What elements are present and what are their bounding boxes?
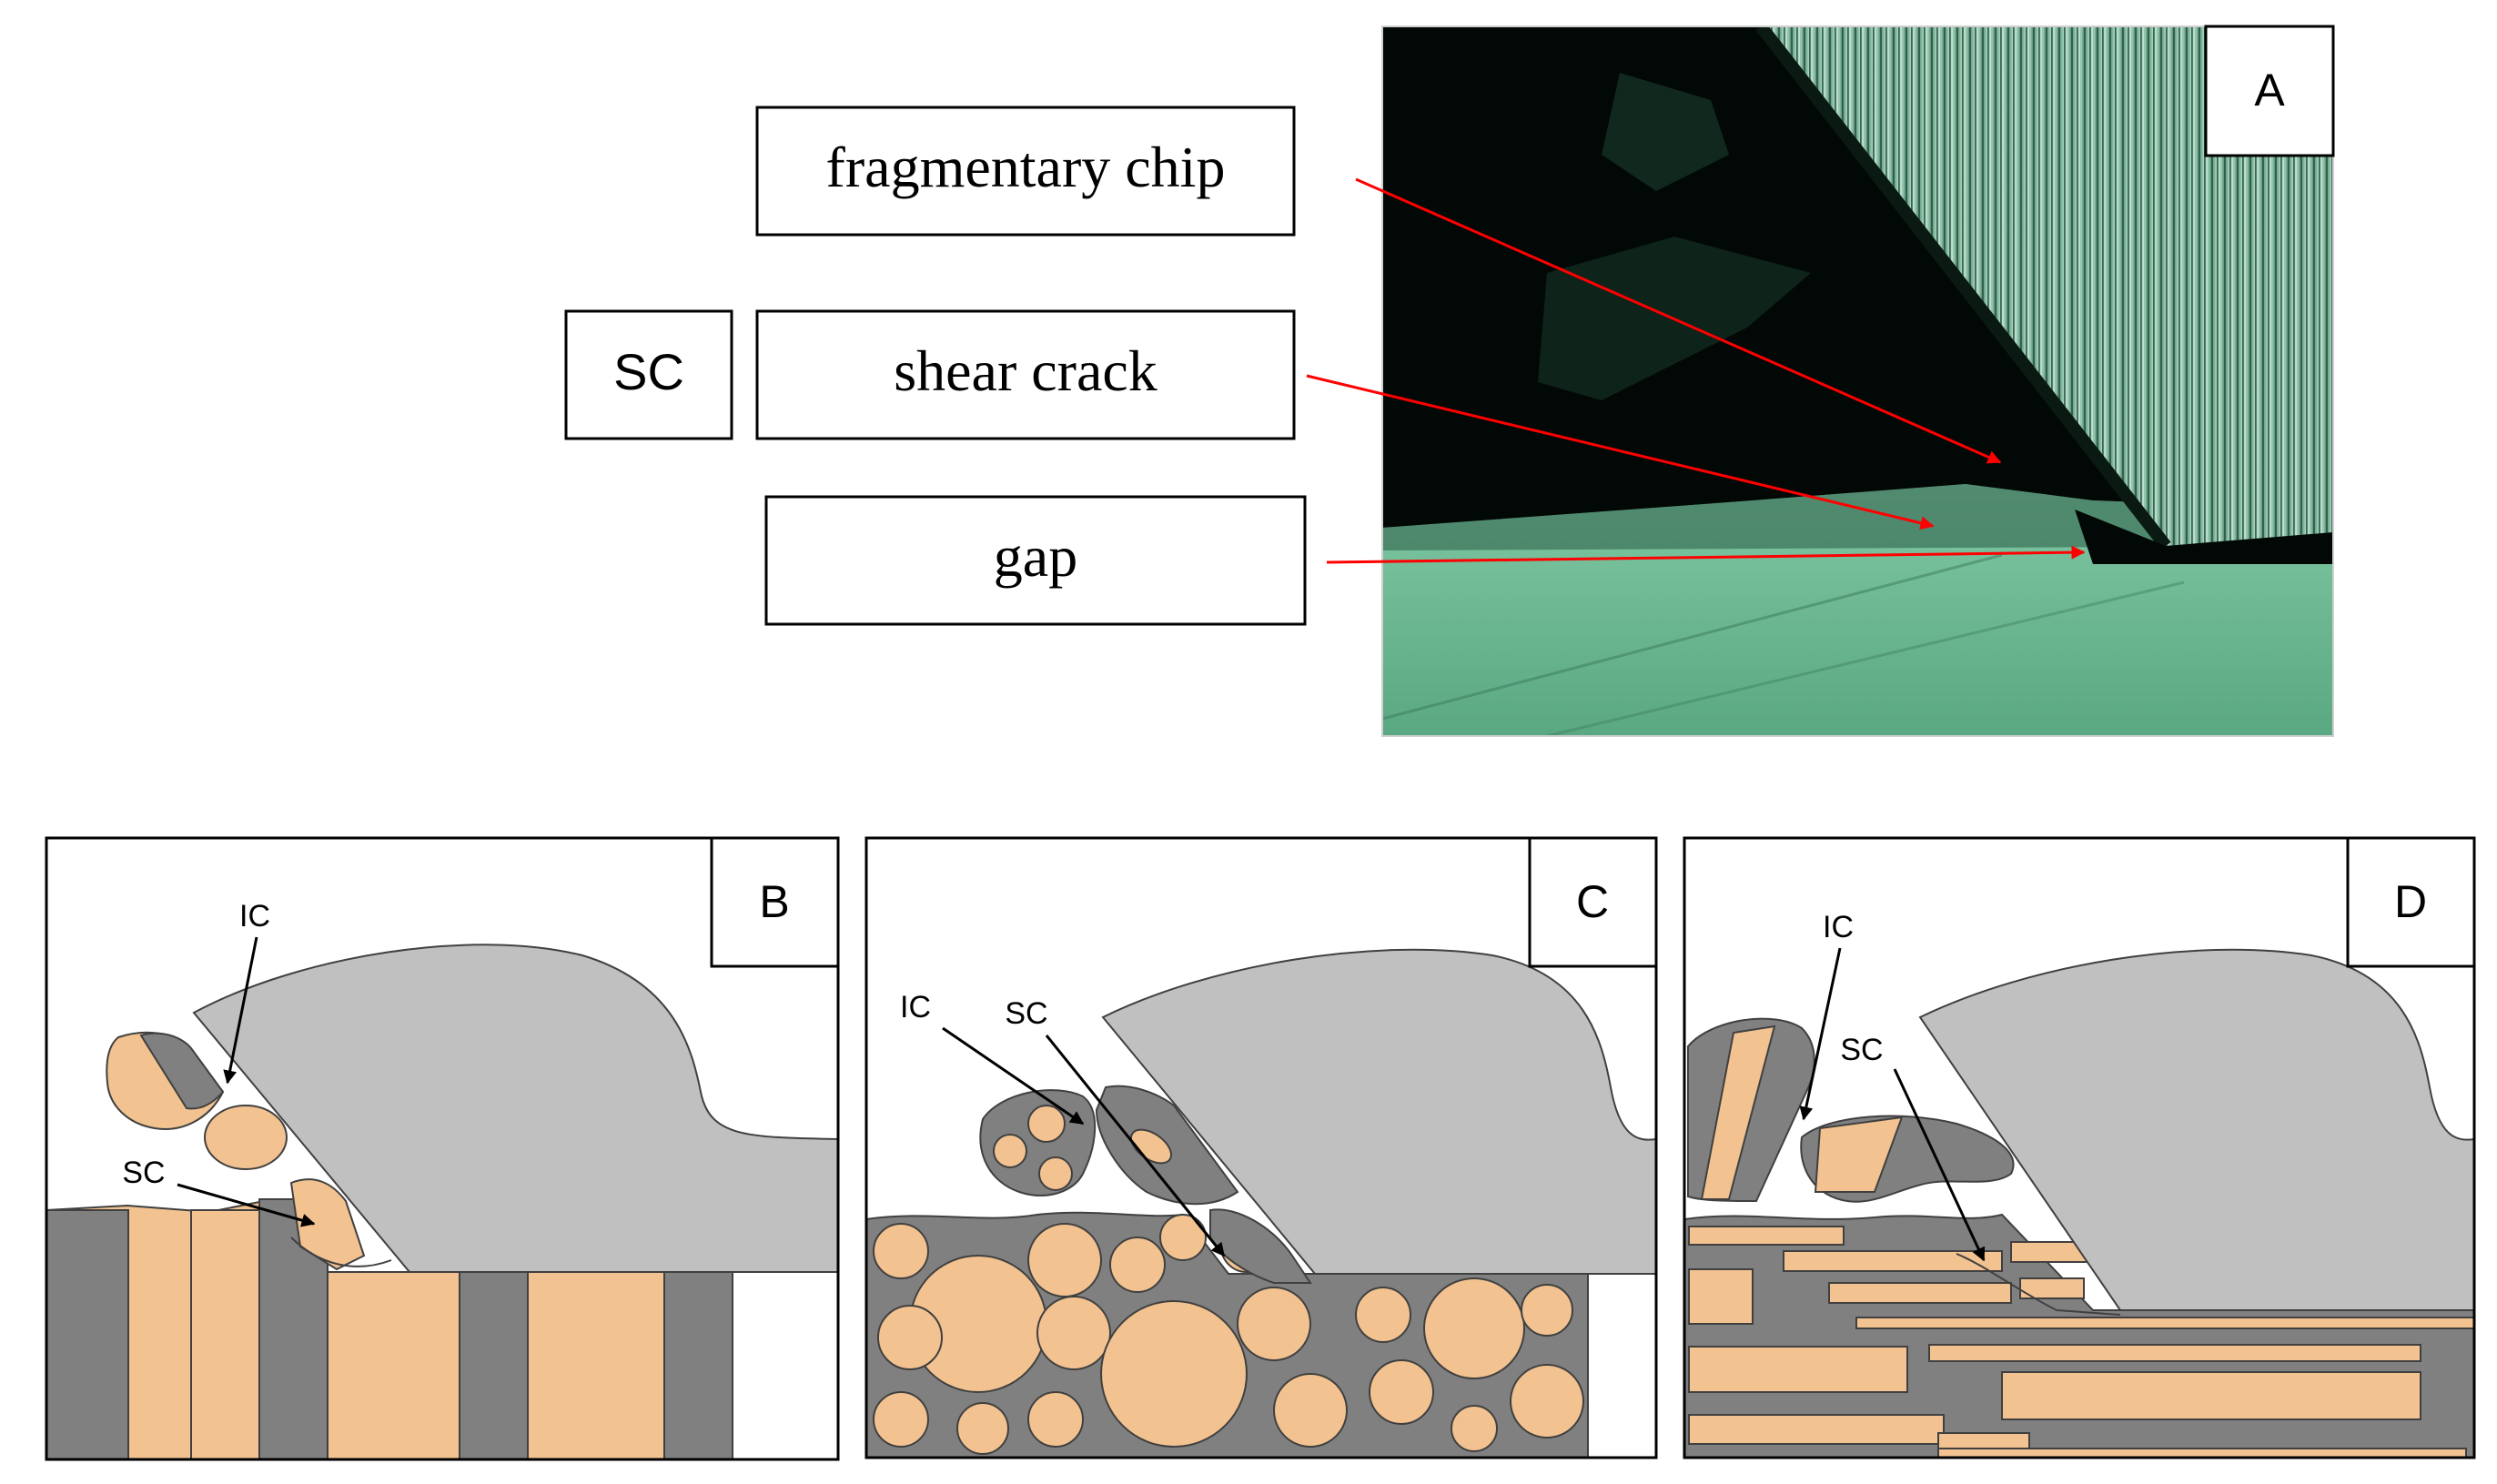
- gap-box: [764, 495, 1307, 626]
- panel-c-frame: [864, 836, 1658, 1459]
- gap-label: gap: [994, 524, 1077, 589]
- panel-d-diagram: [1684, 838, 2474, 1458]
- panel-b-letter-box: [710, 836, 840, 968]
- sc-box: [564, 309, 733, 440]
- panel-b-ic-arrow: [223, 936, 258, 1085]
- panel-d-letter: D: [2394, 876, 2427, 927]
- shear-crack-arrow: [1306, 374, 1935, 530]
- shear-crack-box: [755, 309, 1296, 440]
- shear-crack-label: shear crack: [894, 338, 1158, 403]
- panel-d-frame: [1683, 836, 2476, 1459]
- panel-d-ic-arrow: [1799, 947, 1842, 1121]
- panel-b-letter: B: [759, 876, 789, 927]
- panel-a-micrograph: [1382, 26, 2333, 736]
- panel-b-frame: [45, 836, 840, 1461]
- panel-b-diagram: [46, 838, 838, 1459]
- gap-arrow: [1326, 545, 2086, 564]
- panel-d-letter-box: [2346, 836, 2476, 968]
- panel-c-sc-label: SC: [1005, 996, 1047, 1031]
- panel-c-sc-arrow: [1045, 1035, 1226, 1257]
- panel-d-sc-arrow: [1893, 1068, 1986, 1262]
- panel-c-letter: C: [1576, 876, 1609, 927]
- panel-c-diagram: [866, 838, 1656, 1458]
- panel-a-letter: A: [2254, 65, 2285, 116]
- panel-c-ic-label: IC: [900, 990, 931, 1025]
- panel-d-ic-label: IC: [1823, 910, 1854, 944]
- panel-d-sc-label: SC: [1840, 1033, 1883, 1067]
- panel-b-ic-label: IC: [239, 899, 270, 934]
- panel-b-sc-arrow: [177, 1183, 316, 1227]
- fragmentary-chip-label: fragmentary chip: [826, 135, 1226, 199]
- panel-c-letter-box: [1528, 836, 1658, 968]
- panel-a-frame: [1381, 25, 2334, 737]
- sc-box-label: SC: [613, 343, 684, 400]
- panel-b-sc-label: SC: [122, 1156, 165, 1190]
- panel-c-ic-arrow: [942, 1026, 1085, 1126]
- panel-a-letter-box: [2204, 25, 2335, 157]
- fragmentary-chip-arrow: [1355, 177, 2002, 464]
- fragmentary-chip-box: [755, 106, 1296, 237]
